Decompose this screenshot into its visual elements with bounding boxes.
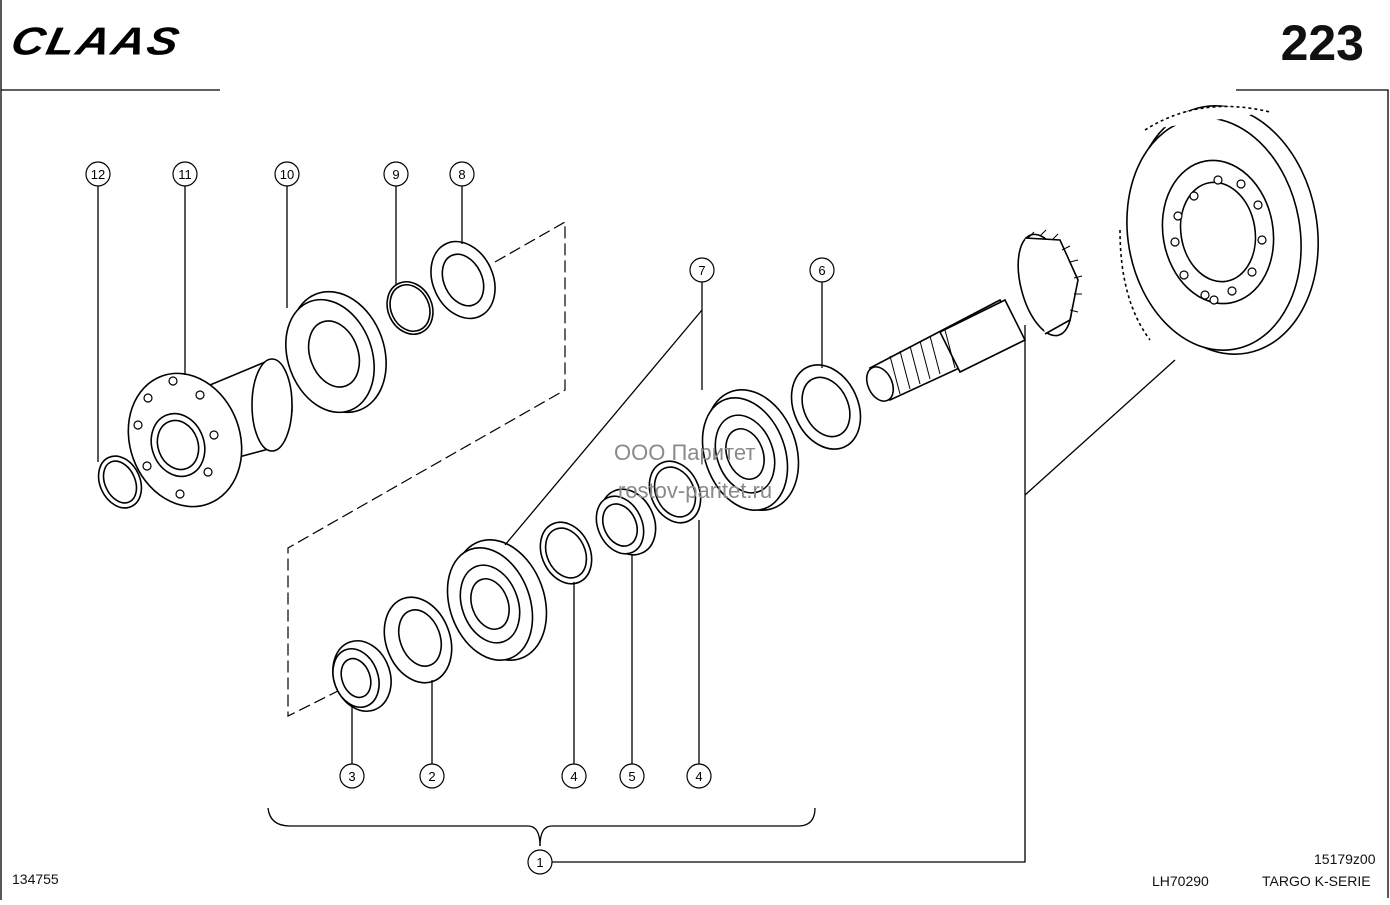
part-9-o-ring	[386, 281, 434, 335]
callout-12: 12	[91, 167, 105, 182]
claas-logo: CLAAS	[7, 18, 186, 64]
part-12-snap-ring	[97, 455, 143, 509]
callout-2: 2	[428, 769, 435, 784]
part-6-thrust-washer	[790, 364, 862, 450]
pinion-shaft	[865, 229, 1083, 402]
part-4-shim-left	[539, 521, 593, 585]
part-2-lock-washer	[383, 596, 453, 684]
footer-drawing-code: 15179z00	[1314, 851, 1376, 867]
part-10-bearing-cup	[285, 290, 387, 414]
callout-7: 7	[698, 263, 705, 278]
callout-9: 9	[392, 167, 399, 182]
callout-1: 1	[536, 855, 543, 870]
callout-8: 8	[458, 167, 465, 182]
footer-center-code: LH70290	[1152, 873, 1209, 889]
part-5-spacer	[595, 488, 657, 556]
footer-series: TARGO K-SERIE	[1262, 873, 1371, 889]
part-11-flange-housing	[127, 358, 293, 508]
part-7-ball-bearing-upper	[701, 389, 800, 511]
crown-wheel	[1119, 105, 1319, 355]
part-3-slotted-nut	[332, 640, 392, 712]
callout-10: 10	[280, 167, 294, 182]
watermark-url: rostov-paritet.ru	[618, 478, 773, 503]
callout-11: 11	[178, 167, 192, 182]
footer-left-code: 134755	[12, 871, 59, 887]
part-7-ball-bearing-lower	[446, 539, 548, 661]
callout-5: 5	[628, 769, 635, 784]
page-number: 223	[1280, 15, 1364, 71]
callout-3: 3	[348, 769, 355, 784]
callout-4-left: 4	[570, 769, 577, 784]
callout-4-right: 4	[695, 769, 702, 784]
watermark-company: ООО Паритет	[614, 440, 756, 465]
callout-6: 6	[818, 263, 825, 278]
part-4-shim-right	[648, 460, 702, 524]
part-8-seal	[430, 240, 496, 320]
